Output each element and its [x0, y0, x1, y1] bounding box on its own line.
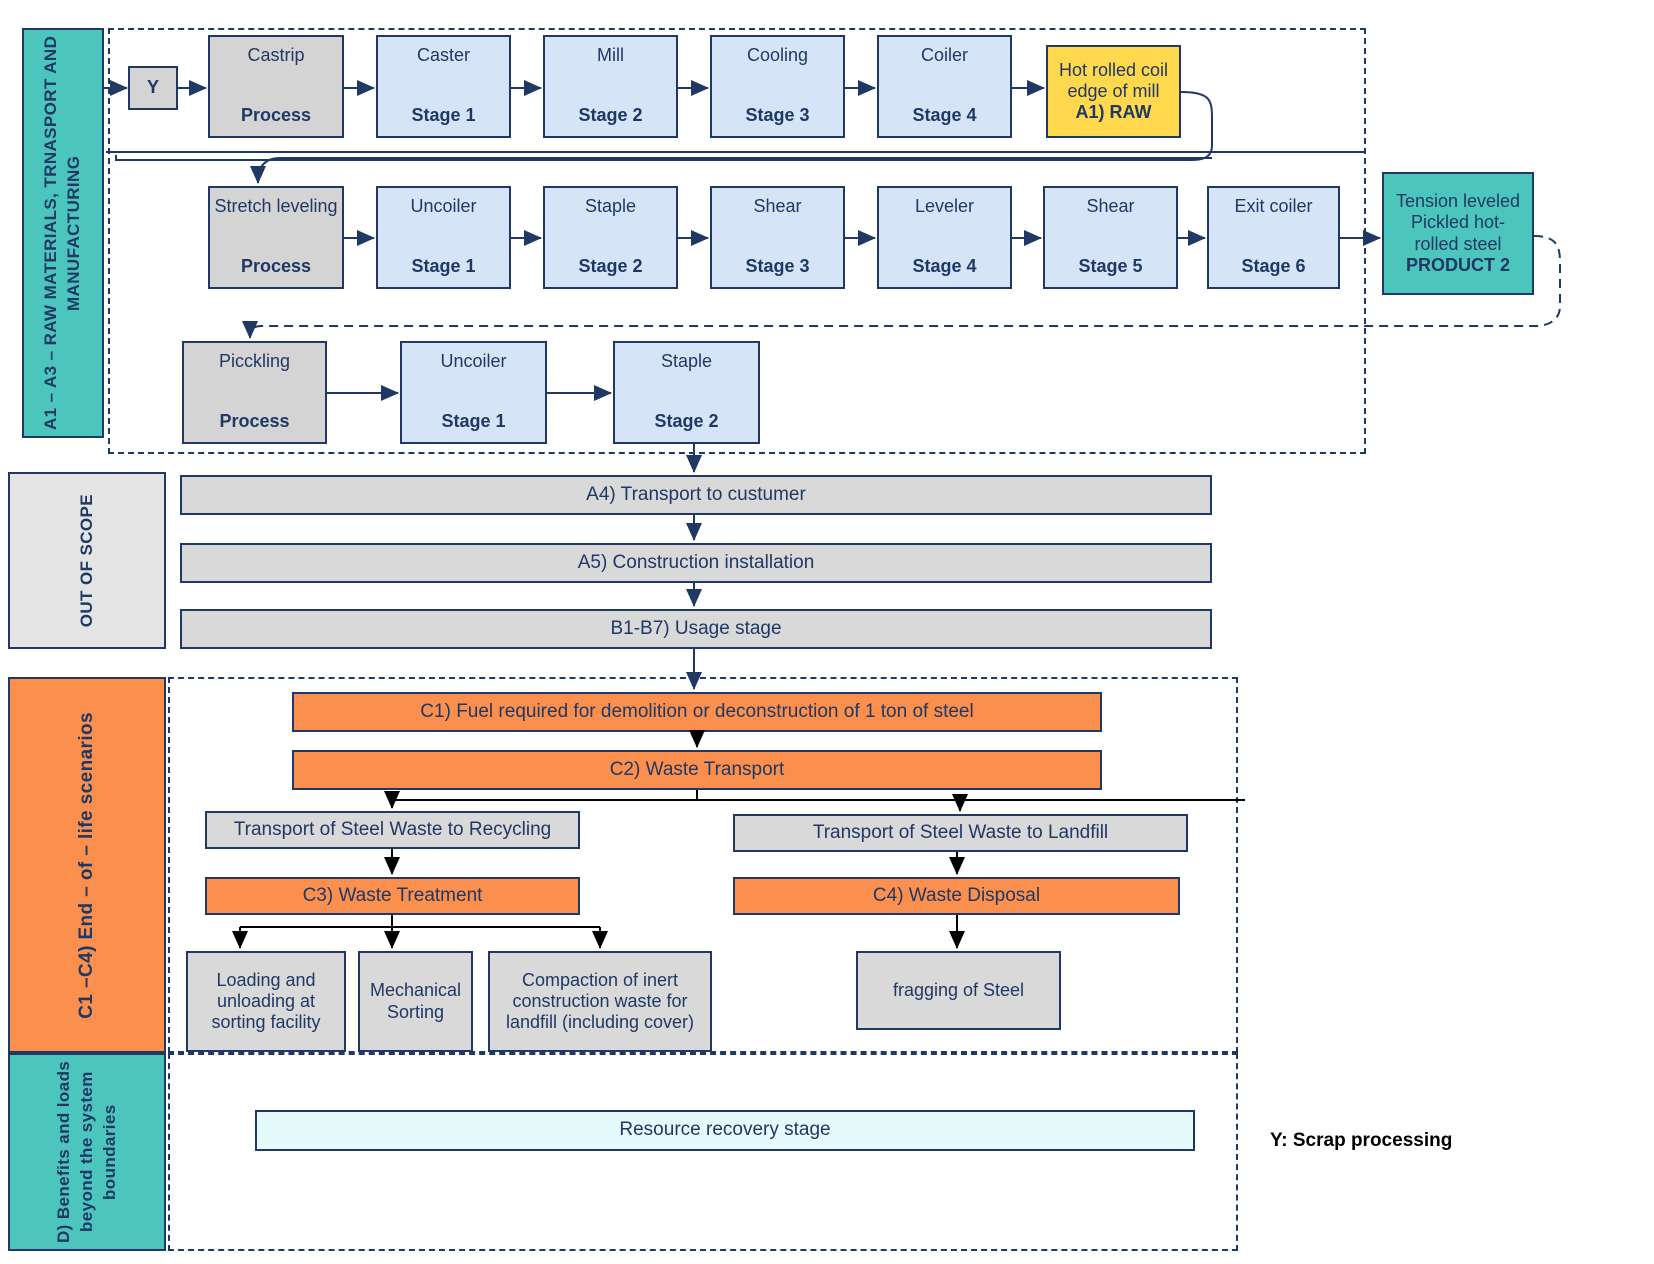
bar-b1b7-usage[interactable]: B1-B7) Usage stage — [180, 609, 1212, 649]
node-compaction-inert[interactable]: Compaction of inert construction waste f… — [488, 951, 712, 1052]
node-exit-coiler-tag: Stage 6 — [1241, 255, 1306, 276]
node-hot-rolled-coil-tag: A1) RAW — [1075, 102, 1152, 123]
node-staple-2-tag: Stage 2 — [654, 410, 719, 431]
node-shear-2[interactable]: Shear Stage 5 — [1043, 186, 1178, 289]
node-cooling-tag: Stage 3 — [745, 104, 810, 125]
node-cooling-title: Cooling — [746, 45, 809, 65]
bar-a5-construction[interactable]: A5) Construction installation — [180, 543, 1212, 583]
node-loading-unloading-label: Loading and unloading at sorting facilit… — [211, 969, 321, 1033]
node-uncoiler-2-tag: Stage 1 — [441, 410, 506, 431]
bar-transport-landfill-label: Transport of Steel Waste to Landfill — [812, 821, 1109, 843]
node-uncoiler-1[interactable]: Uncoiler Stage 1 — [376, 186, 511, 289]
node-shear-1-tag: Stage 3 — [745, 255, 810, 276]
node-shear-1[interactable]: Shear Stage 3 — [710, 186, 845, 289]
node-caster-tag: Stage 1 — [411, 104, 476, 125]
bar-c3-waste-treatment-label: C3) Waste Treatment — [302, 884, 483, 906]
node-coiler-tag: Stage 4 — [912, 104, 977, 125]
node-mechanical-sorting-label: Mechanical Sorting — [369, 980, 462, 1022]
node-mill-tag: Stage 2 — [578, 104, 643, 125]
node-coiler-title: Coiler — [920, 45, 968, 65]
legend-scrap-processing-label: Y: Scrap processing — [1270, 1130, 1453, 1151]
node-uncoiler-2[interactable]: Uncoiler Stage 1 — [400, 341, 547, 444]
bar-resource-recovery-label: Resource recovery stage — [619, 1119, 831, 1141]
section-label-a1a3-text: A1 – A3 – RAW MATERIALS, TRNASPORT AND M… — [41, 35, 83, 431]
bar-b1b7-usage-label: B1-B7) Usage stage — [610, 617, 782, 639]
node-staple-2[interactable]: Staple Stage 2 — [613, 341, 760, 444]
node-compaction-inert-label: Compaction of inert construction waste f… — [505, 969, 695, 1033]
node-pickling[interactable]: Picckling Process — [182, 341, 327, 444]
node-fragging-of-steel[interactable]: fragging of Steel — [856, 951, 1061, 1030]
section-label-c1c4: C1 –C4) End – of – life scenarios — [8, 677, 166, 1053]
node-fragging-of-steel-label: fragging of Steel — [892, 979, 1025, 1000]
node-shear-1-title: Shear — [753, 196, 802, 216]
node-castrip-tag: Process — [240, 104, 312, 125]
node-caster-title: Caster — [416, 45, 470, 65]
node-castrip[interactable]: Castrip Process — [208, 35, 344, 138]
bar-c2-waste-transport-label: C2) Waste Transport — [609, 758, 785, 780]
bar-transport-landfill[interactable]: Transport of Steel Waste to Landfill — [733, 814, 1188, 852]
bar-c2-waste-transport[interactable]: C2) Waste Transport — [292, 750, 1102, 790]
node-product-2[interactable]: Tension leveled Pickled hot-rolled steel… — [1382, 172, 1534, 295]
node-hot-rolled-coil-raw[interactable]: Hot rolled coil edge of mill A1) RAW — [1046, 45, 1181, 138]
node-caster[interactable]: Caster Stage 1 — [376, 35, 511, 138]
node-staple-2-title: Staple — [660, 351, 713, 371]
node-staple-1[interactable]: Staple Stage 2 — [543, 186, 678, 289]
node-leveler-title: Leveler — [914, 196, 975, 216]
scope-frame-benefits — [168, 1053, 1238, 1251]
section-label-a1a3: A1 – A3 – RAW MATERIALS, TRNASPORT AND M… — [22, 28, 104, 438]
bar-c1-fuel[interactable]: C1) Fuel required for demolition or deco… — [292, 692, 1102, 732]
bar-c1-fuel-label: C1) Fuel required for demolition or deco… — [420, 700, 974, 722]
scrap-processing-node[interactable]: Y — [128, 66, 178, 110]
node-product-2-tag: PRODUCT 2 — [1405, 254, 1510, 275]
bar-a5-construction-label: A5) Construction installation — [577, 551, 815, 573]
node-shear-2-title: Shear — [1086, 196, 1135, 216]
node-mechanical-sorting[interactable]: Mechanical Sorting — [358, 951, 473, 1052]
bar-c4-waste-disposal-label: C4) Waste Disposal — [872, 884, 1041, 906]
node-mill[interactable]: Mill Stage 2 — [543, 35, 678, 138]
node-castrip-title: Castrip — [247, 45, 305, 65]
node-mill-title: Mill — [597, 45, 624, 65]
legend-scrap-processing: Y: Scrap processing — [1270, 1130, 1452, 1152]
node-leveler[interactable]: Leveler Stage 4 — [877, 186, 1012, 289]
scope-frame-c1c4 — [168, 677, 1238, 1053]
section-label-c1c4-text: C1 –C4) End – of – life scenarios — [76, 711, 98, 1019]
node-coiler[interactable]: Coiler Stage 4 — [877, 35, 1012, 138]
node-stretch-leveling-title: Stretch leveling — [214, 196, 338, 216]
node-exit-coiler-title: Exit coiler — [1234, 196, 1313, 216]
bar-resource-recovery[interactable]: Resource recovery stage — [255, 1110, 1195, 1151]
node-cooling[interactable]: Cooling Stage 3 — [710, 35, 845, 138]
section-label-out-of-scope-text: OUT OF SCOPE — [76, 493, 96, 628]
node-shear-2-tag: Stage 5 — [1078, 255, 1143, 276]
section-label-benefits: D) Benefits and loads beyond the system … — [8, 1053, 166, 1251]
node-staple-1-title: Staple — [584, 196, 637, 216]
node-product-2-title: Tension leveled Pickled hot-rolled steel — [1395, 191, 1521, 254]
node-stretch-leveling[interactable]: Stretch leveling Process — [208, 186, 344, 289]
node-hot-rolled-coil-title: Hot rolled coil edge of mill — [1058, 59, 1169, 101]
bar-a4-transport[interactable]: A4) Transport to custumer — [180, 475, 1212, 515]
bar-a4-transport-label: A4) Transport to custumer — [586, 483, 806, 505]
node-uncoiler-1-tag: Stage 1 — [411, 255, 476, 276]
node-stretch-leveling-tag: Process — [240, 255, 312, 276]
node-staple-1-tag: Stage 2 — [578, 255, 643, 276]
node-uncoiler-1-title: Uncoiler — [410, 196, 477, 216]
node-uncoiler-2-title: Uncoiler — [440, 351, 507, 371]
scrap-processing-label: Y — [146, 77, 159, 98]
section-label-benefits-text: D) Benefits and loads beyond the system … — [53, 1060, 119, 1244]
bar-transport-recycling[interactable]: Transport of Steel Waste to Recycling — [205, 811, 580, 849]
bar-c4-waste-disposal[interactable]: C4) Waste Disposal — [733, 877, 1180, 915]
bar-c3-waste-treatment[interactable]: C3) Waste Treatment — [205, 877, 580, 915]
node-pickling-tag: Process — [219, 410, 290, 431]
section-label-out-of-scope: OUT OF SCOPE — [8, 472, 166, 649]
node-pickling-title: Picckling — [218, 351, 291, 371]
bar-transport-recycling-label: Transport of Steel Waste to Recycling — [233, 818, 552, 840]
node-loading-unloading[interactable]: Loading and unloading at sorting facilit… — [186, 951, 346, 1052]
node-exit-coiler[interactable]: Exit coiler Stage 6 — [1207, 186, 1340, 289]
node-leveler-tag: Stage 4 — [912, 255, 977, 276]
